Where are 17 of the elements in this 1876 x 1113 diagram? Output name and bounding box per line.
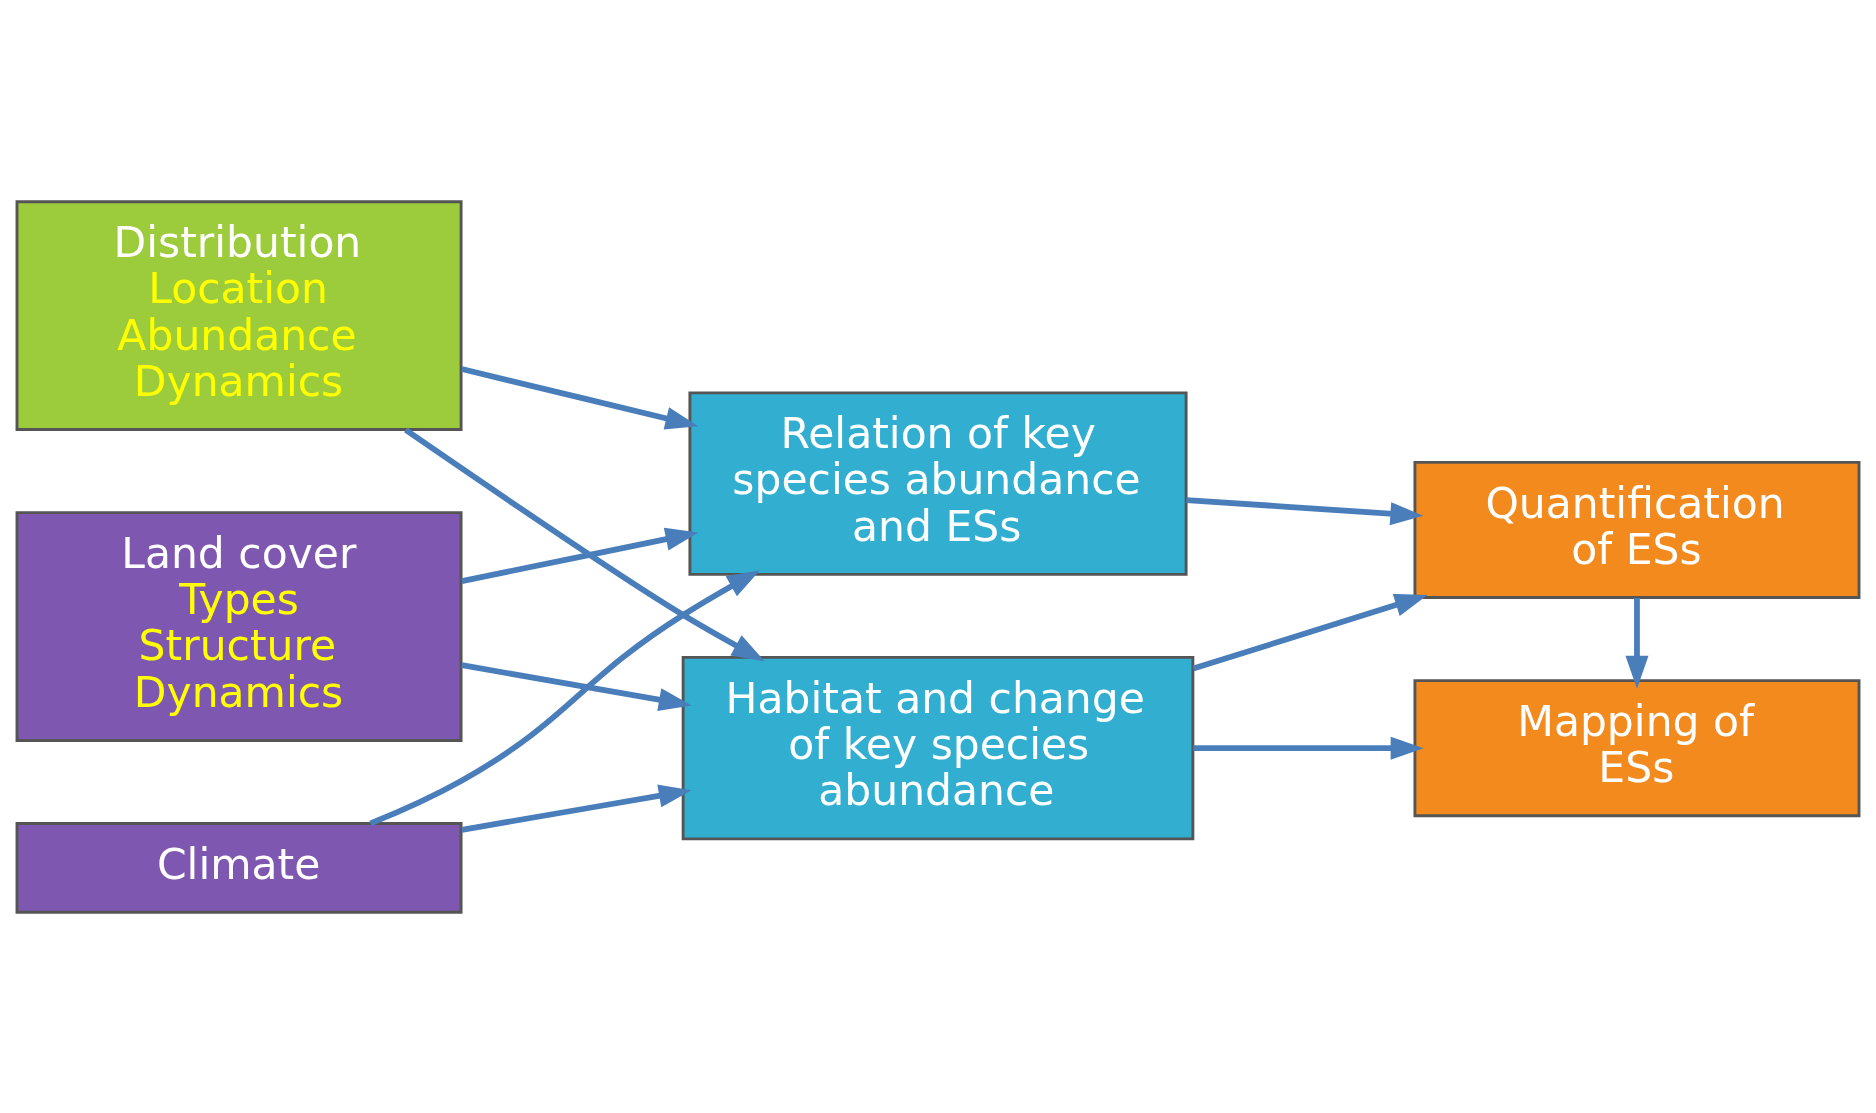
arrow — [1186, 496, 1424, 525]
node-box: Climate — [15, 821, 463, 914]
arrow — [461, 527, 699, 584]
arrow — [461, 365, 699, 430]
node-box: Quantification of ESs — [1413, 460, 1861, 599]
arrow — [1625, 597, 1649, 689]
node-box: Distribution Location Abundance Dynamics — [15, 199, 463, 431]
arrow — [1192, 593, 1428, 671]
node-box: Relation of key species abundance and ESs — [688, 390, 1188, 576]
arrow — [404, 427, 765, 661]
arrow — [1193, 736, 1424, 760]
arrow — [461, 783, 692, 833]
node-box: Land cover Types Structure Dynamics — [15, 510, 463, 742]
node-box: Mapping of ESs — [1413, 678, 1861, 817]
arrow — [369, 569, 761, 826]
node-box: Habitat and change of key species abundance — [681, 655, 1195, 840]
arrow — [461, 661, 692, 711]
